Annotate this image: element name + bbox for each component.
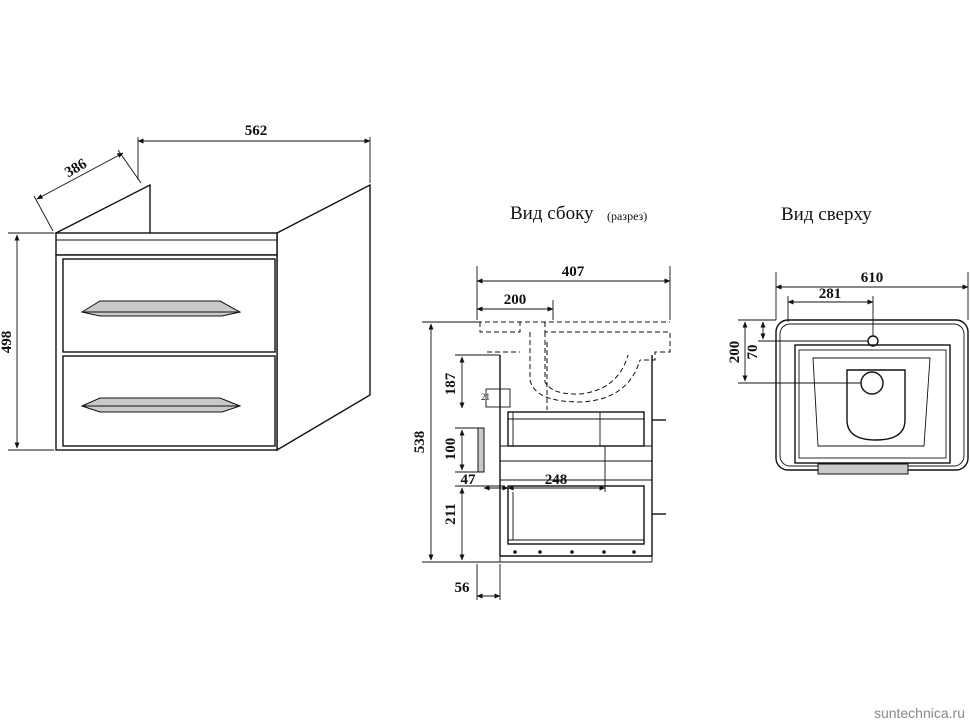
side-view: Вид сбоку (разрез) 21 xyxy=(412,203,671,600)
upper-drawer-front xyxy=(62,258,276,353)
top-tap-offset: 281 xyxy=(819,286,842,302)
front-view: 562 386 498 xyxy=(0,123,371,452)
width-dimension: 562 xyxy=(245,123,268,139)
top-view: Вид сверху 610 281 200 70 xyxy=(727,204,969,475)
left-side-panel xyxy=(54,183,151,236)
wall-bracket xyxy=(485,388,511,408)
side-view-title: Вид сбоку xyxy=(510,203,594,224)
basin-outer-outline xyxy=(775,319,969,471)
depth-dimension: 386 xyxy=(62,156,90,181)
lower-drawer-handle xyxy=(80,397,242,413)
side-view-subtitle: (разрез) xyxy=(607,209,647,223)
drain-icon xyxy=(860,371,884,395)
basin-bowl xyxy=(846,369,906,441)
top-panel xyxy=(55,232,278,256)
side-upper-drawer xyxy=(507,411,645,447)
side-total-height: 538 xyxy=(412,431,428,454)
side-upper-section: 187 xyxy=(443,372,459,395)
upper-drawer-handle xyxy=(80,300,242,317)
side-bottom-offset: 56 xyxy=(455,580,471,596)
side-sink-offset: 200 xyxy=(504,292,527,308)
top-drain-offset: 200 xyxy=(727,341,743,364)
side-drawer-gap: 100 xyxy=(443,438,459,461)
bracket-label: 21 xyxy=(481,392,490,402)
side-cabinet-outline xyxy=(499,355,653,557)
side-inner-offset: 47 xyxy=(461,472,477,488)
right-side-panel xyxy=(276,183,371,452)
side-lower-section: 211 xyxy=(443,503,459,525)
height-dimension: 498 xyxy=(0,331,15,354)
side-total-depth: 407 xyxy=(562,264,585,280)
top-view-title: Вид сверху xyxy=(781,204,872,225)
top-total-width: 610 xyxy=(861,270,884,286)
lower-drawer-front xyxy=(62,355,276,447)
sink-outline xyxy=(477,321,671,410)
top-tap-depth: 70 xyxy=(745,345,761,360)
top-cabinet-outline xyxy=(794,344,951,464)
side-lower-drawer xyxy=(507,485,645,545)
top-drawer-handle xyxy=(817,463,909,475)
side-drawer-depth: 248 xyxy=(545,472,568,488)
watermark: suntechnica.ru xyxy=(874,705,965,721)
